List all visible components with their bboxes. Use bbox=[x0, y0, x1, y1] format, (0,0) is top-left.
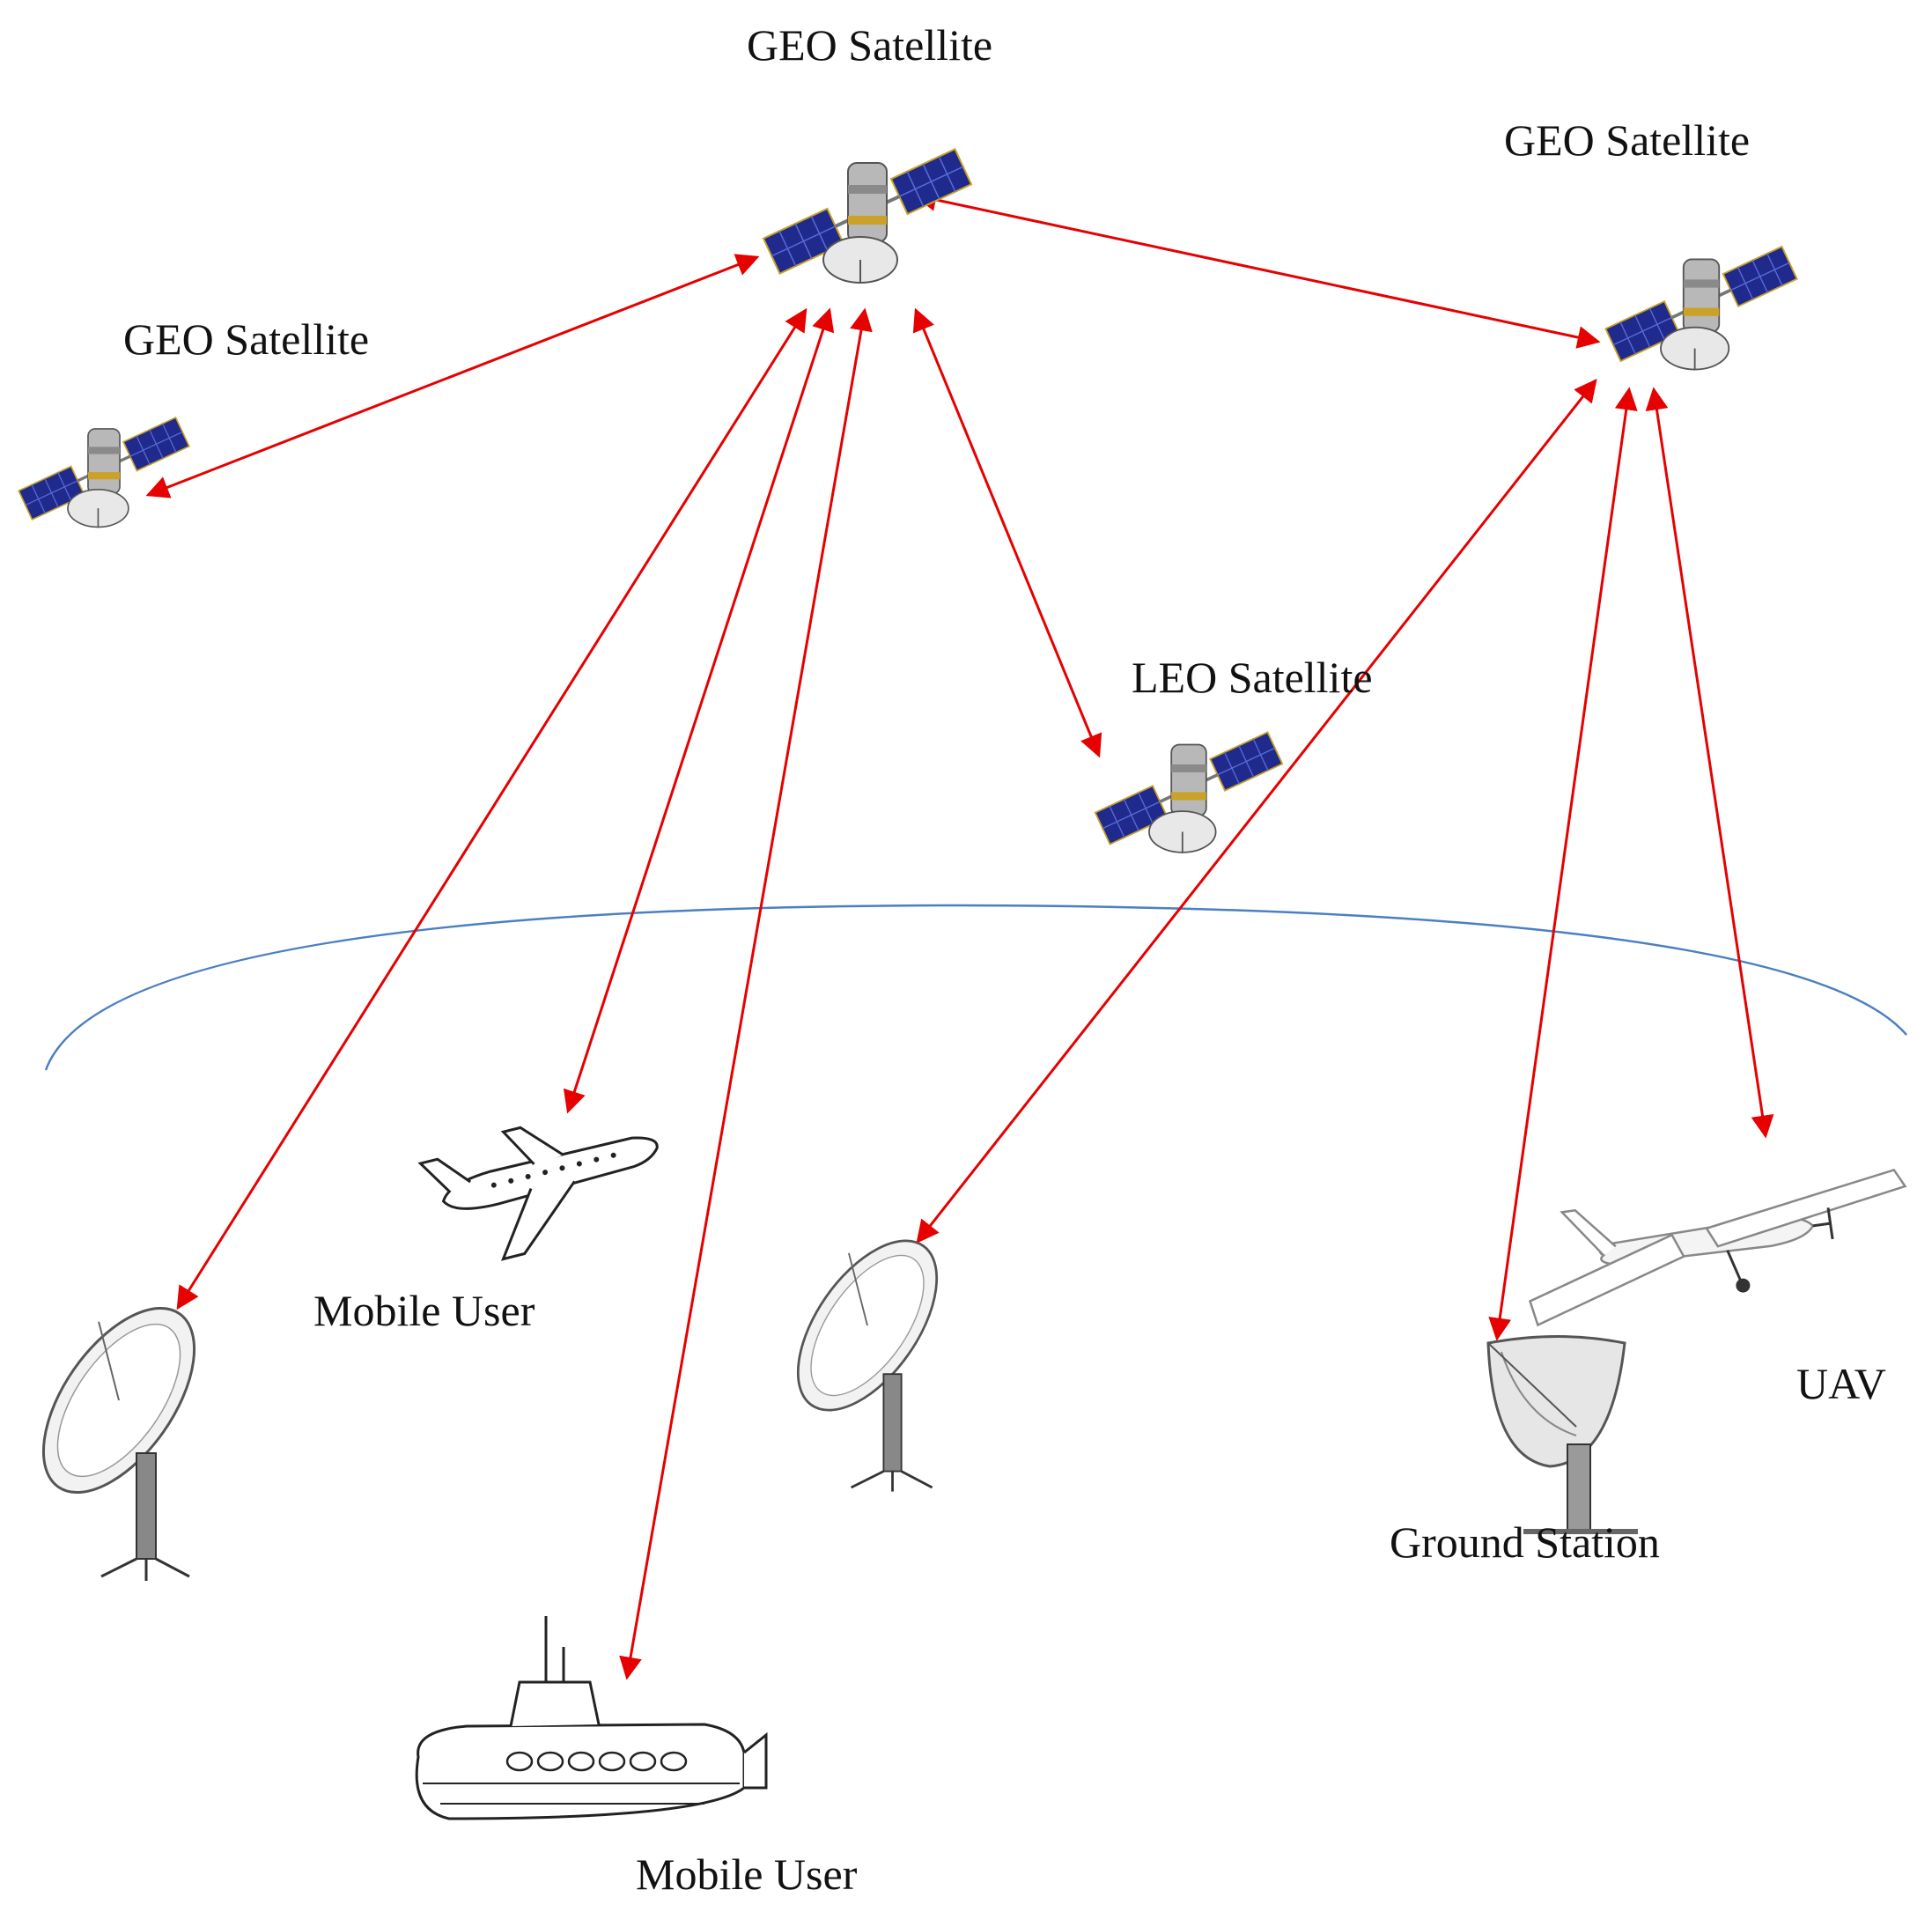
link-geo-top-submarine bbox=[619, 307, 873, 1680]
label-geo-satellite-left: GEO Satellite bbox=[123, 314, 369, 364]
dish-antenna-icon bbox=[763, 1212, 966, 1493]
label-geo-satellite-top: GEO Satellite bbox=[747, 20, 992, 70]
label-ground-station: Ground Station bbox=[1390, 1517, 1660, 1567]
earth-horizon bbox=[44, 904, 1907, 1071]
links bbox=[145, 188, 1774, 1680]
satellite-icon bbox=[17, 416, 191, 529]
satellite-icon bbox=[1093, 730, 1285, 855]
link-geo-right-dish-center bbox=[916, 378, 1597, 1244]
link-geo-right-uav bbox=[1645, 387, 1774, 1139]
uav-icon bbox=[1528, 1169, 1907, 1327]
link-geo-right-ground-station bbox=[1488, 387, 1638, 1341]
submarine-icon bbox=[415, 1616, 768, 1820]
airplane-icon bbox=[417, 1126, 659, 1261]
satellite-icon bbox=[761, 147, 974, 285]
label-geo-satellite-right: GEO Satellite bbox=[1504, 115, 1750, 165]
link-geo-top-plane bbox=[563, 307, 835, 1114]
link-geo-top-geo-right bbox=[913, 188, 1601, 349]
label-mobile-user-plane: Mobile User bbox=[313, 1286, 535, 1335]
link-geo-top-geo-left bbox=[145, 254, 760, 498]
label-mobile-user-submarine: Mobile User bbox=[636, 1849, 858, 1899]
dish-antenna-icon bbox=[6, 1277, 226, 1583]
satellite-icon bbox=[1604, 245, 1799, 373]
link-geo-top-leo bbox=[912, 307, 1102, 758]
ground-station-icon bbox=[1486, 1335, 1638, 1534]
label-uav: UAV bbox=[1796, 1359, 1886, 1408]
label-leo-satellite: LEO Satellite bbox=[1132, 653, 1373, 702]
link-geo-top-dish-left bbox=[176, 307, 807, 1310]
